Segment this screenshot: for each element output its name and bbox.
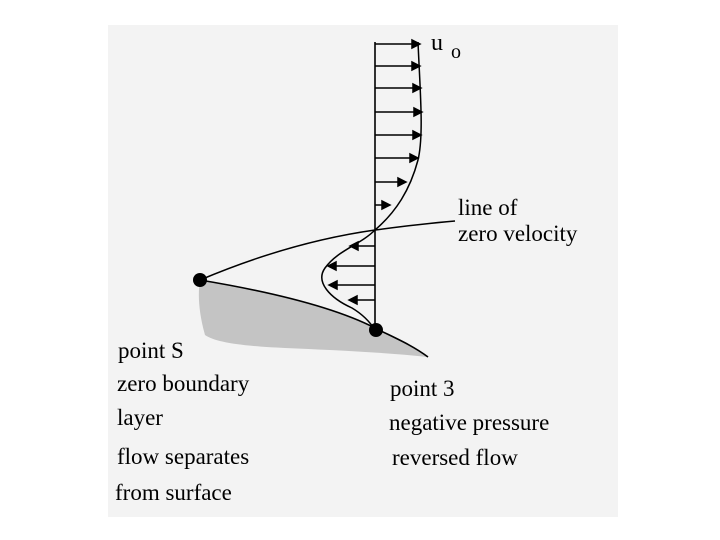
free-stream-velocity-symbol: u: [431, 31, 443, 55]
point-s-description-line2: layer: [117, 406, 163, 429]
point-s-description-line4: from surface: [115, 481, 232, 504]
point-3-label: point 3: [390, 377, 455, 400]
reversed-velocity-arrows: [328, 242, 375, 304]
point-s-description-line1: zero boundary: [117, 372, 249, 395]
point-s-label: point S: [118, 339, 184, 362]
zero-velocity-label-line1: line of: [458, 196, 517, 219]
zero-velocity-label-line2: zero velocity: [458, 222, 577, 245]
zero-velocity-line: [200, 221, 455, 280]
point-3-description-line2: reversed flow: [392, 446, 518, 469]
point-3-description-line1: negative pressure: [389, 411, 549, 434]
point-s-description-line3: flow separates: [117, 445, 249, 468]
forward-velocity-arrows: [375, 40, 422, 209]
point-s-marker: [193, 273, 207, 287]
point-3-marker: [369, 323, 383, 337]
surface-body: [199, 280, 428, 357]
free-stream-velocity-subscript: o: [451, 42, 461, 62]
